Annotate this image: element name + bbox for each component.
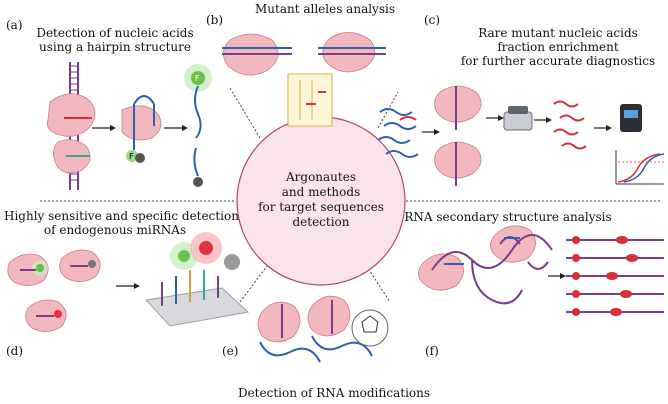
panel-b-gel	[287, 73, 333, 127]
panel-a-letter: (a)	[6, 18, 23, 32]
panel-c-ago-2	[434, 141, 482, 179]
panel-f-products	[566, 236, 664, 316]
panel-d-chip	[144, 287, 250, 327]
panel-c-title-line3: for further accurate diagnostics	[460, 54, 656, 68]
panel-e-ago-1	[257, 301, 301, 343]
center-label-line3: for target sequences	[258, 200, 384, 214]
panel-d-graphic	[7, 232, 250, 332]
panel-d-grey-marker	[224, 254, 240, 270]
panel-e-graphic	[257, 295, 389, 363]
center-label-line2: and methods	[281, 185, 361, 199]
panel-b-graphic	[222, 32, 386, 127]
panel-c-pcr-machine	[503, 111, 533, 131]
center-label-line1: Argonautes	[285, 170, 356, 184]
panel-f-graphic	[418, 225, 664, 316]
panel-a-f-text-2: F	[195, 74, 200, 83]
panel-a-q-marker	[135, 153, 145, 163]
panel-b-title: Mutant alleles analysis	[240, 2, 410, 16]
panel-a-ago-1	[46, 93, 96, 137]
panel-e-letter: (e)	[222, 344, 239, 358]
panel-f-title: RNA secondary structure analysis	[398, 210, 618, 224]
panel-c-letter: (c)	[424, 13, 441, 27]
panel-c-title-line1: Rare mutant nucleic acids	[478, 26, 638, 40]
panel-f-ago-2	[490, 225, 536, 263]
panel-b-title-line1: Mutant alleles analysis	[254, 2, 395, 16]
panel-c-graphic	[377, 85, 665, 186]
panel-c-curve-blue	[623, 153, 665, 183]
panel-a-f-marker	[126, 150, 138, 162]
panel-f-title-line1: RNA secondary structure analysis	[404, 210, 612, 224]
panel-c-title-line2: fraction enrichment	[497, 40, 619, 54]
panel-d-probes	[161, 270, 219, 306]
panel-f-letter: (f)	[425, 344, 439, 358]
panel-c-title: Rare mutant nucleic acids fraction enric…	[448, 26, 668, 68]
panel-a-title: Detection of nucleic acids using a hairp…	[30, 26, 200, 54]
panel-e-title-line1: Detection of RNA modifications	[237, 386, 431, 400]
panel-a-q-marker-2	[193, 177, 203, 187]
panel-a-hairpin-loop	[133, 95, 155, 105]
panel-b-letter: (b)	[206, 13, 224, 27]
panel-e-ago-2	[307, 295, 351, 337]
panel-c-enriched-pool	[553, 100, 587, 150]
panel-b-ago-2	[322, 32, 376, 73]
panel-d-letter: (d)	[6, 344, 24, 358]
panel-d-title-line1: Highly sensitive and specific detection	[4, 209, 239, 223]
panel-c-dna-pool	[377, 108, 419, 158]
connector-a	[229, 87, 261, 139]
panel-e-title: Detection of RNA modifications	[234, 386, 434, 400]
panel-c-curve-red	[617, 153, 661, 183]
panel-a-graphic: F F	[46, 62, 212, 190]
panel-a-title-line2: using a hairpin structure	[39, 40, 191, 54]
panel-e-modification-zoom	[351, 309, 389, 347]
panel-a-title-line1: Detection of nucleic acids	[36, 26, 194, 40]
connector-e	[239, 261, 271, 303]
panel-a-ago-3	[121, 105, 162, 141]
center-label-line4: detection	[292, 215, 350, 229]
center-label: Argonautes and methods for target sequen…	[248, 170, 394, 230]
panel-d-title: Highly sensitive and specific detection …	[4, 209, 239, 237]
panel-d-title-line2: of endogenous miRNAs	[43, 223, 187, 237]
panel-a-f-text: F	[129, 152, 134, 161]
panel-c-ago-1	[434, 85, 482, 123]
